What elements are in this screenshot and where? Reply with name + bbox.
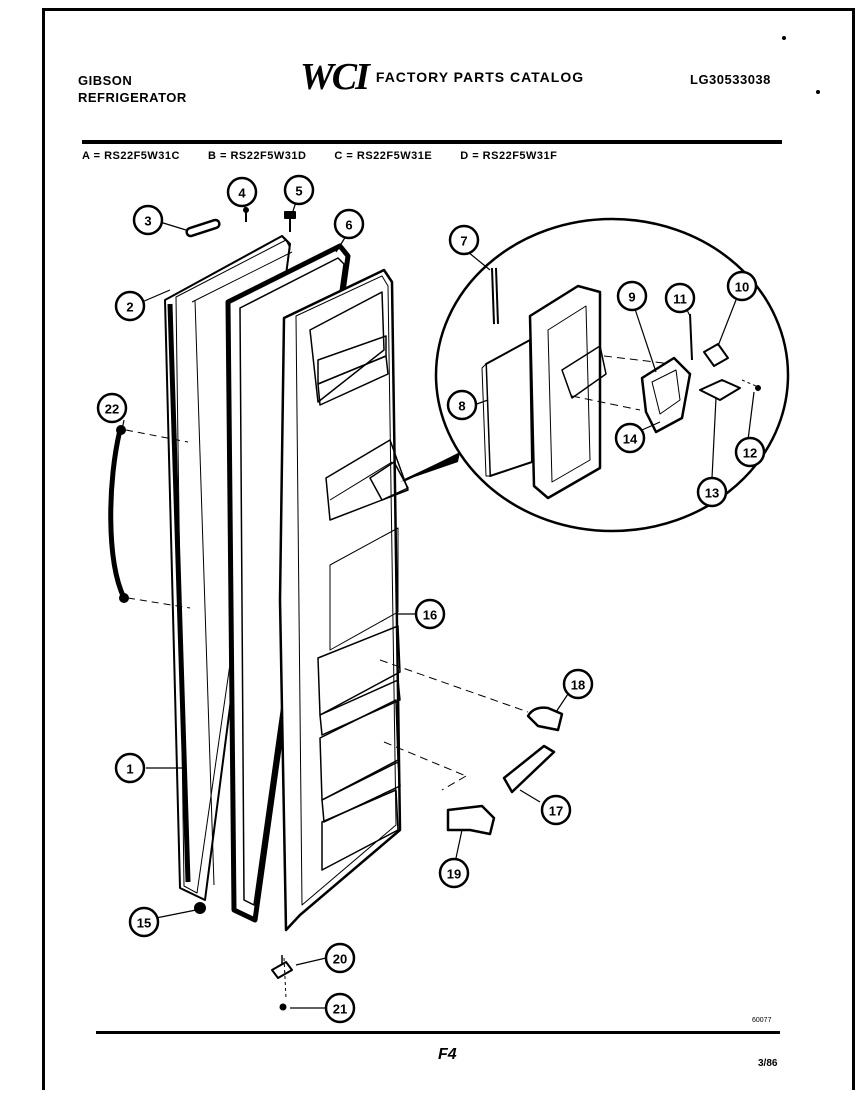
callout-2: 2 [114,290,146,322]
callout-19: 19 [438,857,470,889]
model-b: B = RS22F5W31D [208,150,307,162]
callout-15-label: 15 [137,916,151,931]
callout-1: 1 [114,752,146,784]
detail-magnifier [400,217,790,533]
model-c: C = RS22F5W31E [334,150,433,162]
callout-9: 9 [616,280,648,312]
callout-11-label: 11 [673,292,687,307]
page-border-top [42,8,854,11]
callout-18: 18 [562,668,594,700]
callout-22-label: 22 [105,402,119,417]
callout-14-label: 14 [623,432,638,447]
callout-3-label: 3 [144,214,151,229]
product-type: REFRIGERATOR [78,90,187,105]
callout-13: 13 [696,476,728,508]
figure-number: 60077 [752,1017,772,1024]
callout-12: 12 [734,436,766,468]
catalog-header: WCI FACTORY PARTS CATALOG [300,56,585,98]
margin-dot-1 [782,36,786,40]
brand-block: GIBSON REFRIGERATOR [78,72,187,106]
bottom-hinge-parts [271,955,293,1011]
callout-14: 14 [614,422,646,454]
callout-22: 22 [96,392,128,424]
callout-9-label: 9 [628,290,635,305]
callout-20: 20 [324,942,356,974]
callout-10: 10 [726,270,758,302]
callout-15: 15 [128,906,160,938]
callout-12-label: 12 [743,446,757,461]
model-a: A = RS22F5W31C [82,150,180,162]
footer-rule [96,1031,780,1034]
callout-11: 11 [664,282,696,314]
callout-4: 4 [226,176,258,208]
model-d: D = RS22F5W31F [460,150,558,162]
model-list: A = RS22F5W31C B = RS22F5W31D C = RS22F5… [82,150,557,162]
shelf-bracket-parts [379,659,564,836]
catalog-number: LG30533038 [690,72,771,87]
header-rule [82,140,782,144]
callout-7: 7 [448,224,480,256]
callout-16: 16 [414,598,446,630]
door-inner-liner [278,268,409,932]
callout-8-label: 8 [458,399,465,414]
page-border-right [852,8,855,1090]
callout-18-label: 18 [571,678,585,693]
callout-3: 3 [132,204,164,236]
callout-13-label: 13 [705,486,719,501]
callout-10-label: 10 [735,280,749,295]
brand-name: GIBSON [78,73,133,88]
callout-6: 6 [333,208,365,240]
callout-21-label: 21 [333,1002,347,1017]
callout-17-label: 17 [549,804,563,819]
callout-2-label: 2 [126,300,133,315]
callout-1-label: 1 [126,762,133,777]
callout-5: 5 [283,174,315,206]
publication-date: 3/86 [758,1058,778,1069]
callout-7-label: 7 [460,234,467,249]
callout-19-label: 19 [447,867,461,882]
page-border-left [42,8,45,1090]
top-hinge-parts [185,207,296,238]
page-reference: F4 [438,1046,457,1063]
callout-6-label: 6 [345,218,352,233]
wci-logo: WCI [300,56,370,98]
callout-8: 8 [446,389,478,421]
catalog-title: FACTORY PARTS CATALOG [375,69,585,85]
callout-16-label: 16 [423,608,437,623]
callout-21: 21 [324,992,356,1024]
callout-20-label: 20 [333,952,347,967]
callout-17: 17 [540,794,572,826]
callout-4-label: 4 [238,186,246,201]
margin-dot-2 [816,90,820,94]
callout-5-label: 5 [295,184,302,199]
